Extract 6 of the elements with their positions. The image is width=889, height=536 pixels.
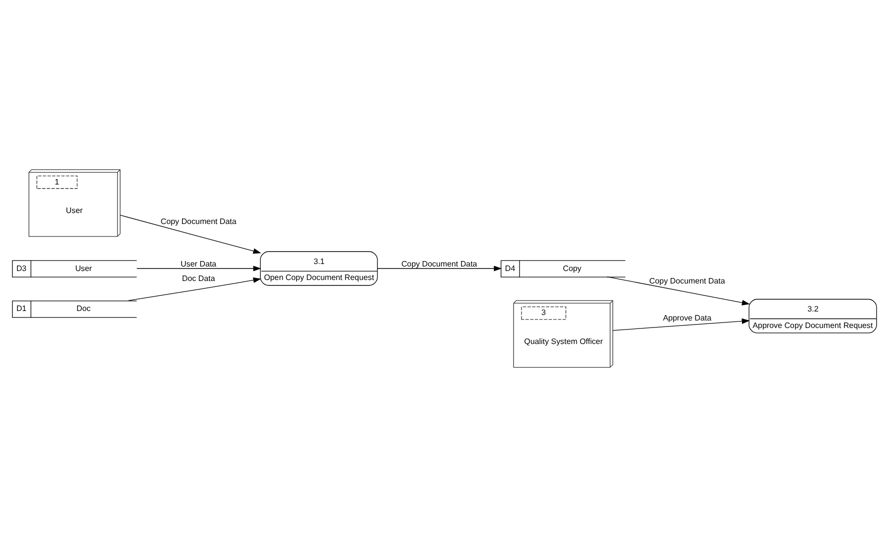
arrow: [128, 276, 262, 300]
arrow: [606, 276, 750, 305]
arrow: [120, 214, 262, 254]
arrow: [377, 265, 502, 271]
arrow: [612, 318, 750, 330]
arrow: [136, 265, 262, 271]
